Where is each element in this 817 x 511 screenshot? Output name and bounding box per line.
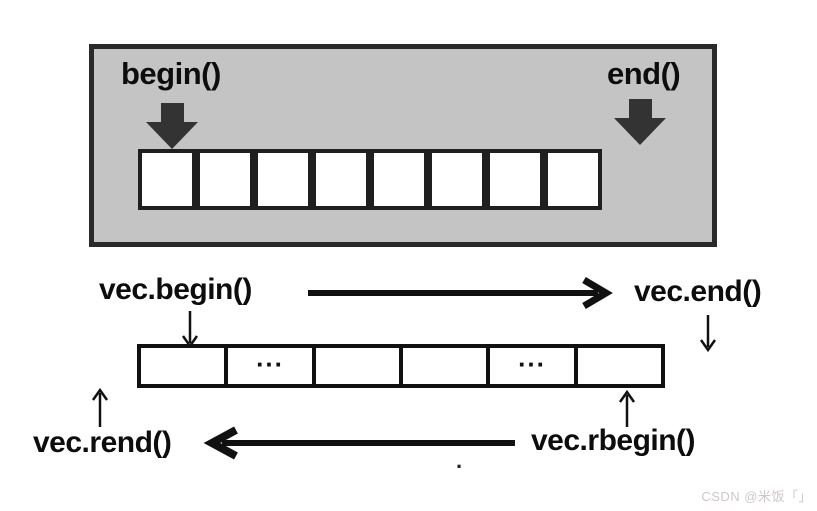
separator-dot: . bbox=[456, 448, 463, 473]
array-cell bbox=[138, 149, 196, 210]
vector-cell bbox=[311, 348, 399, 384]
vec-begin-label: vec.begin() bbox=[99, 273, 252, 306]
vec-rbegin-label: vec.rbegin() bbox=[531, 424, 696, 457]
forward-direction-arrow-icon bbox=[308, 276, 613, 310]
top-array bbox=[138, 149, 602, 210]
vector-cell bbox=[573, 348, 661, 384]
end-pointer-arrow-icon bbox=[699, 315, 717, 353]
vec-rend-label: vec.rend() bbox=[33, 426, 172, 459]
vec-end-label: vec.end() bbox=[634, 275, 762, 308]
vector-cell bbox=[141, 348, 224, 384]
begin-pointer-arrow-icon bbox=[181, 311, 199, 349]
vector-cell: ... bbox=[224, 342, 311, 384]
vector-cell-text: ... bbox=[256, 342, 284, 373]
watermark: CSDN @米饭「」 bbox=[701, 489, 812, 504]
end-label: end() bbox=[607, 56, 681, 91]
vector-cell-text: ... bbox=[518, 342, 546, 373]
array-cell bbox=[428, 149, 486, 210]
array-cell bbox=[254, 149, 312, 210]
vector-array: ... ... bbox=[137, 342, 665, 388]
rend-pointer-arrow-icon bbox=[91, 387, 109, 427]
array-cell bbox=[544, 149, 602, 210]
array-cell bbox=[196, 149, 254, 210]
array-cell bbox=[370, 149, 428, 210]
rbegin-pointer-arrow-icon bbox=[618, 389, 636, 427]
begin-label: begin() bbox=[121, 56, 221, 91]
vector-cell bbox=[398, 348, 486, 384]
array-cell bbox=[486, 149, 544, 210]
array-cell bbox=[312, 149, 370, 210]
vector-cell: ... bbox=[486, 342, 573, 384]
reverse-direction-arrow-icon bbox=[203, 426, 515, 460]
